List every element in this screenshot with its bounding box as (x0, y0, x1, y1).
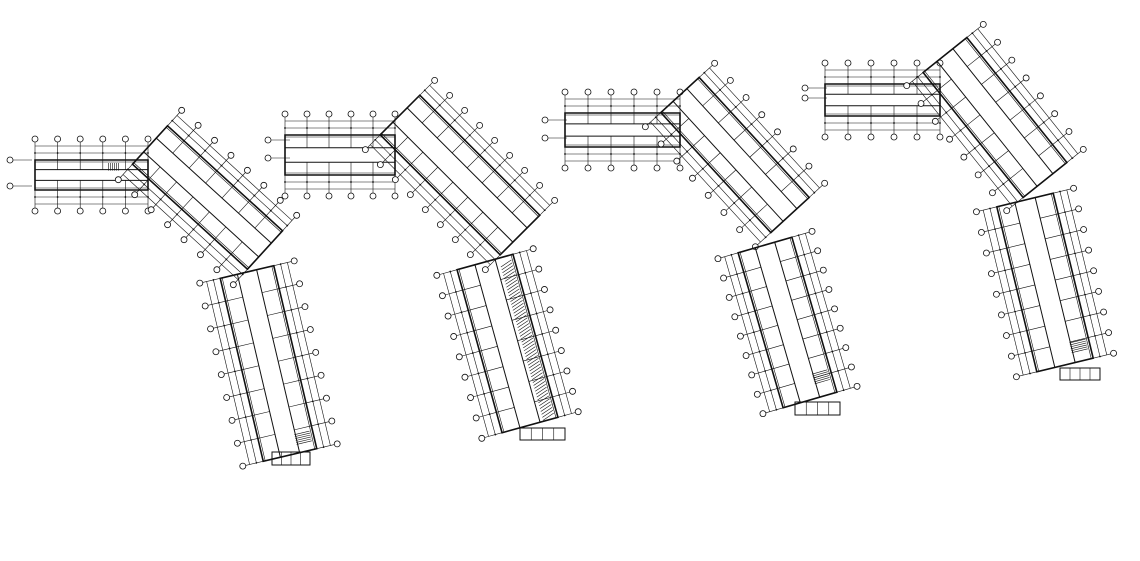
grid-bubble (264, 136, 272, 144)
grid-bubble (6, 182, 14, 190)
grid-bubble (6, 156, 14, 164)
plan-2-wing-1 (281, 110, 399, 200)
plan-3-wing-2 (641, 59, 829, 251)
grid-bubble (264, 154, 272, 162)
grid-bubble (801, 94, 809, 102)
plan-1-wing-1 (31, 135, 152, 215)
grid-bubble (541, 134, 549, 142)
plan-1-wing-3 (196, 257, 341, 470)
floor-plan-4 (801, 20, 1117, 381)
grid-bubble (541, 116, 549, 124)
plan-1-wing-2 (114, 106, 301, 289)
plan-2-wing-3 (433, 245, 582, 442)
floor-plan-1 (6, 106, 341, 470)
plan-2-wing-2 (361, 76, 559, 274)
plan-4-wing-2 (903, 20, 1087, 215)
grid-bubble (801, 84, 809, 92)
floor-plan-2 (264, 76, 582, 442)
plan-3-wing-3 (714, 227, 861, 418)
plan-4-wing-3 (973, 184, 1117, 381)
plan-3-wing-1 (561, 88, 684, 172)
floor-plan-3 (541, 59, 861, 418)
